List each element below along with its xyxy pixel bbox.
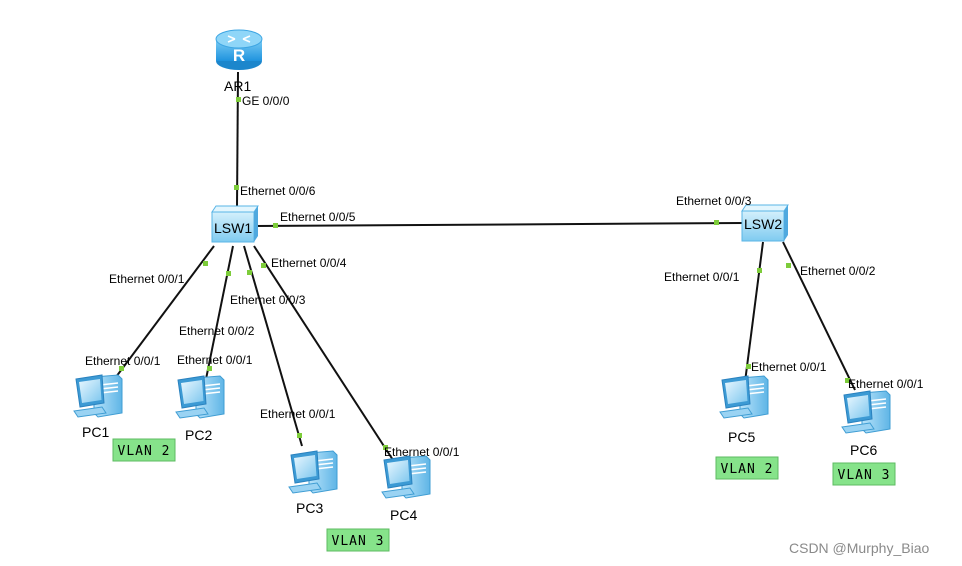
router-ar1[interactable]: R (215, 29, 263, 70)
vlan-label: VLAN 2 (721, 462, 774, 477)
vlan-label: VLAN 2 (118, 444, 171, 459)
vlan-label: VLAN 3 (332, 534, 385, 549)
port-label-pc3-e001: Ethernet 0/0/1 (260, 407, 336, 421)
port-label-lsw1-e002: Ethernet 0/0/2 (179, 324, 255, 338)
vlan-label: VLAN 3 (838, 468, 891, 483)
port-dot (786, 263, 791, 268)
port-label-lsw1-e001: Ethernet 0/0/1 (109, 272, 185, 286)
pc-1[interactable] (73, 374, 123, 418)
pc-icon (175, 375, 225, 419)
port-label-lsw2-e002: Ethernet 0/0/2 (800, 264, 876, 278)
port-dot (247, 270, 252, 275)
link-lsw2-pc6[interactable] (782, 241, 856, 391)
port-dot (234, 185, 239, 190)
router-glyph: R (233, 46, 245, 65)
switch-icon (741, 204, 789, 242)
port-label-lsw1-e006: Ethernet 0/0/6 (240, 184, 316, 198)
pc-icon (73, 374, 123, 418)
device-label-pc3: PC3 (296, 500, 323, 516)
link-lsw1-pc2[interactable] (204, 245, 234, 385)
port-dot (714, 220, 719, 225)
port-dot (757, 268, 762, 273)
device-label-ar1: AR1 (224, 78, 251, 94)
port-label-pc1-e001: Ethernet 0/0/1 (85, 354, 161, 368)
port-dots-layer (119, 97, 850, 450)
port-label-lsw1-e004: Ethernet 0/0/4 (271, 256, 347, 270)
pc-icon (719, 375, 769, 419)
port-dot (845, 378, 850, 383)
link-lsw1-pc1[interactable] (109, 245, 215, 386)
device-label-pc2: PC2 (185, 427, 212, 443)
router-icon: R (215, 29, 263, 70)
pc-6[interactable] (841, 390, 891, 434)
device-label-lsw2: LSW2 (744, 216, 782, 232)
port-dot (746, 364, 751, 369)
link-lsw1-pc3[interactable] (243, 245, 303, 447)
device-label-lsw1: LSW1 (214, 220, 252, 236)
link-lsw1-pc4[interactable] (253, 245, 394, 461)
device-label-pc5: PC5 (728, 429, 755, 445)
vlan-tag-pc5: VLAN 2 (715, 456, 779, 480)
port-label-lsw2-e003: Ethernet 0/0/3 (676, 194, 752, 208)
port-dot (273, 223, 278, 228)
link-lsw1-lsw2[interactable] (254, 222, 744, 227)
pc-5[interactable] (719, 375, 769, 419)
pc-3[interactable] (288, 450, 338, 494)
port-label-pc4-e001: Ethernet 0/0/1 (384, 445, 460, 459)
port-label-lsw2-e001: Ethernet 0/0/1 (664, 270, 740, 284)
port-labels-layer: GE 0/0/0 Ethernet 0/0/6 Ethernet 0/0/5 E… (85, 94, 924, 459)
device-label-pc4: PC4 (390, 507, 417, 523)
port-label-lsw1-e003: Ethernet 0/0/3 (230, 293, 306, 307)
device-label-pc6: PC6 (850, 442, 877, 458)
watermark: CSDN @Murphy_Biao (789, 540, 929, 556)
pc-2[interactable] (175, 375, 225, 419)
pc-icon (381, 455, 431, 499)
pc-4[interactable] (381, 455, 431, 499)
link-lsw2-pc5[interactable] (744, 241, 764, 383)
link-ar1-lsw1[interactable] (236, 71, 239, 208)
switch-lsw2[interactable]: LSW2 (741, 204, 789, 242)
switch-lsw1[interactable]: LSW1 (211, 205, 259, 243)
pc-icon (288, 450, 338, 494)
port-dot (203, 261, 208, 266)
port-dot (383, 445, 388, 450)
pc-icon (841, 390, 891, 434)
port-dot (261, 263, 266, 268)
device-label-pc1: PC1 (82, 424, 109, 440)
port-dot (207, 366, 212, 371)
links-layer (109, 71, 856, 461)
port-label-pc6-e001: Ethernet 0/0/1 (848, 377, 924, 391)
port-dot (236, 97, 241, 102)
vlan-tag-pc3-pc4: VLAN 3 (326, 528, 390, 552)
port-label-ar1-ge000: GE 0/0/0 (242, 94, 290, 108)
port-dot (297, 433, 302, 438)
port-dot (226, 271, 231, 276)
port-label-lsw1-e005: Ethernet 0/0/5 (280, 210, 356, 224)
port-dot (119, 366, 124, 371)
vlan-tag-pc1: VLAN 2 (112, 438, 176, 462)
vlan-tag-pc6: VLAN 3 (832, 462, 896, 486)
port-label-pc2-e001: Ethernet 0/0/1 (177, 353, 253, 367)
switch-icon (211, 205, 259, 243)
port-label-pc5-e001: Ethernet 0/0/1 (751, 360, 827, 374)
